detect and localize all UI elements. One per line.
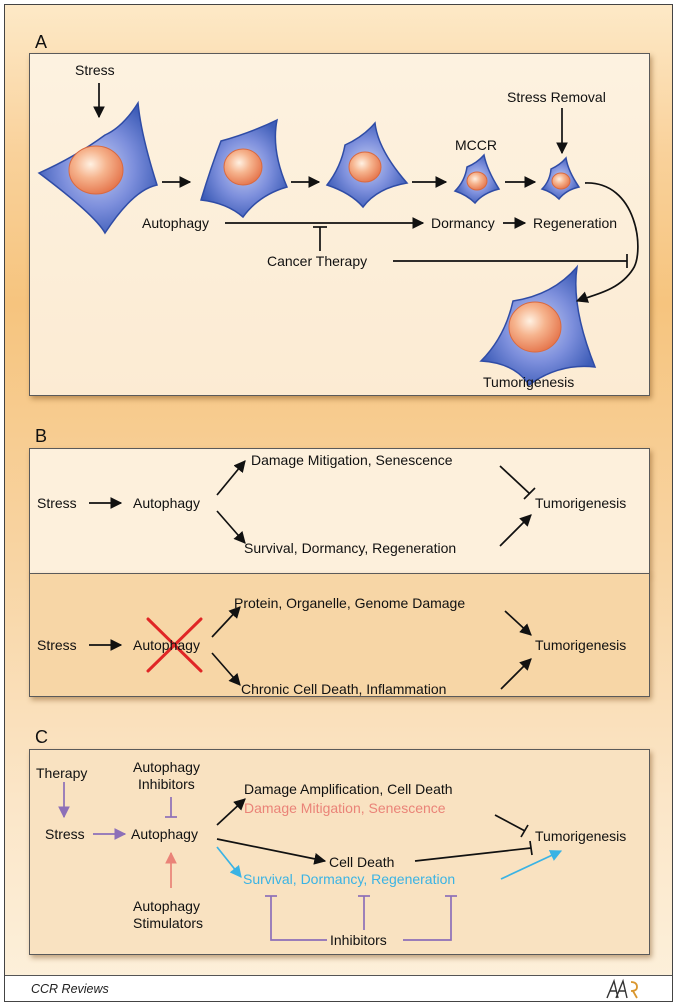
- b2-arrow-lower-tumor: [500, 658, 532, 690]
- diagram-svg: [37, 83, 639, 941]
- b2-arrow-upper-tumor: [504, 610, 532, 636]
- a-stress-removal-label: Stress Removal: [507, 89, 606, 105]
- journal-name: CCR Reviews: [31, 982, 109, 996]
- footer: CCR Reviews: [5, 975, 672, 1001]
- c-stimulators-line2: Stimulators: [133, 915, 204, 931]
- cell-tumor: [479, 264, 597, 387]
- c-survival-label: Survival, Dormancy, Regeneration: [243, 871, 456, 887]
- panel-b-letter: B: [35, 426, 48, 446]
- c-inhibitors-bracket-left: [270, 896, 327, 941]
- b1-inhibit-upper-bar: [523, 487, 536, 500]
- c-arrow-autophagy-celldeath: [216, 838, 327, 865]
- c-autophagy-label: Autophagy: [131, 826, 198, 842]
- c-stress-label: Stress: [45, 826, 85, 842]
- c-inhibitors-line2: Inhibitors: [138, 776, 195, 792]
- b2-autophagy-label: Autophagy: [133, 637, 200, 653]
- b1-upper-branch-label: Damage Mitigation, Senescence: [251, 452, 453, 468]
- a-dormancy-label: Dormancy: [431, 215, 495, 231]
- c-cell-death-label: Cell Death: [329, 854, 395, 870]
- b2-arrow-autophagy-lower: [211, 652, 241, 686]
- c-arrow-survival-tumor: [500, 850, 563, 880]
- c-inhibitors-line1: Autophagy: [133, 759, 200, 775]
- a-tumorigenesis-label: Tumorigenesis: [483, 374, 575, 390]
- c-inhibit-mitigation: [494, 814, 526, 832]
- c-inhibitors-bracket-right: [403, 896, 452, 941]
- a-cancer-therapy-label: Cancer Therapy: [267, 253, 368, 269]
- a-mccr-label: MCCR: [455, 137, 497, 153]
- c-inhibit-mitigation-bar: [520, 824, 529, 838]
- panel-b-top-box: [29, 448, 650, 574]
- c-inhibitors-label: Inhibitors: [330, 932, 387, 948]
- b1-arrow-autophagy-lower: [216, 510, 246, 544]
- cell-3: [325, 121, 409, 209]
- b1-stress-label: Stress: [37, 495, 77, 511]
- a-autophagy-label: Autophagy: [142, 215, 209, 231]
- b2-upper-branch-label: Protein, Organelle, Genome Damage: [234, 595, 466, 611]
- b1-inhibit-upper: [499, 465, 531, 495]
- c-inhibit-celldeath: [414, 847, 532, 862]
- c-therapy-label: Therapy: [36, 765, 88, 781]
- cell-1: [37, 100, 158, 235]
- cell-mccr: [453, 153, 501, 205]
- b2-stress-label: Stress: [37, 637, 77, 653]
- cell-regenerating: [540, 156, 581, 201]
- red-cross-icon: [146, 617, 203, 673]
- b1-autophagy-label: Autophagy: [133, 495, 200, 511]
- b1-tumorigenesis-label: Tumorigenesis: [535, 495, 627, 511]
- aacr-logo: [606, 978, 638, 999]
- figure-frame: A B C: [4, 4, 673, 1002]
- c-inhibit-celldeath-bar: [529, 840, 533, 856]
- a-regeneration-label: Regeneration: [533, 215, 618, 231]
- b1-arrow-lower-tumor: [499, 514, 532, 547]
- b2-arrow-autophagy-upper: [211, 606, 241, 638]
- cell-2: [200, 118, 289, 219]
- c-arrow-autophagy-damage: [216, 798, 246, 826]
- b1-lower-branch-label: Survival, Dormancy, Regeneration: [244, 540, 457, 556]
- b1-arrow-autophagy-upper: [216, 460, 246, 496]
- c-stimulators-line1: Autophagy: [133, 898, 200, 914]
- panel-c-box: [29, 749, 650, 955]
- panel-b-bottom-box: [29, 573, 650, 697]
- c-damage-mitigation-label: Damage Mitigation, Senescence: [244, 800, 446, 816]
- a-stress-label: Stress: [75, 62, 115, 78]
- c-tumorigenesis-label: Tumorigenesis: [535, 828, 627, 844]
- c-damage-amplification-label: Damage Amplification, Cell Death: [244, 781, 453, 797]
- b2-lower-branch-label: Chronic Cell Death, Inflammation: [241, 681, 447, 697]
- panel-a-letter: A: [35, 32, 48, 52]
- arrow-regen-to-tumor: [575, 182, 639, 303]
- panel-c-letter: C: [35, 727, 48, 747]
- c-arrow-autophagy-survival: [216, 846, 242, 878]
- b2-tumorigenesis-label: Tumorigenesis: [535, 637, 627, 653]
